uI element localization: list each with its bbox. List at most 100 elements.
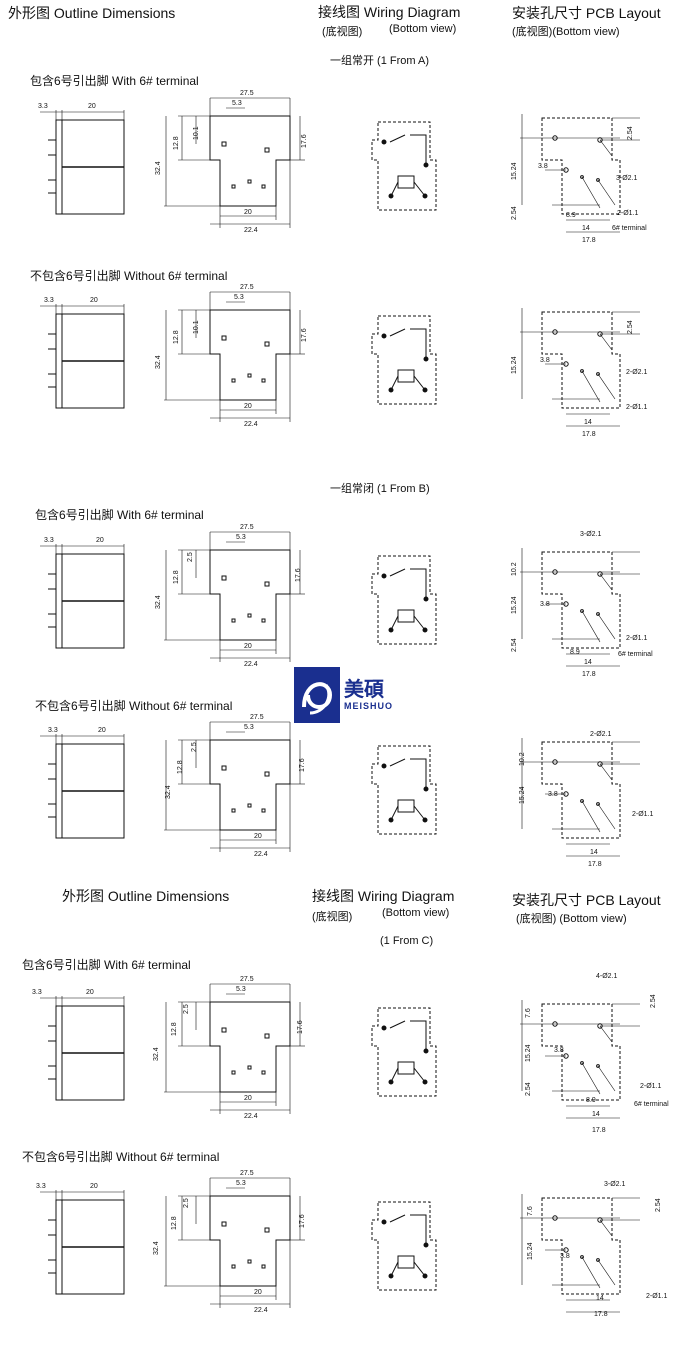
svg-text:17.6: 17.6 xyxy=(301,328,308,342)
svg-text:5.3: 5.3 xyxy=(234,294,244,301)
row-5-drawings: 3.3 20 27.5 5.3 2.5 12.8 32.4 17.6 20 22… xyxy=(32,973,669,1134)
svg-text:3-Ø2.1: 3-Ø2.1 xyxy=(580,531,602,538)
svg-text:3-Ø2.1: 3-Ø2.1 xyxy=(604,1181,626,1188)
svg-text:2-Ø1.1: 2-Ø1.1 xyxy=(640,1083,662,1090)
svg-text:6# terminal: 6# terminal xyxy=(618,651,653,658)
dim-17.6: 17.6 xyxy=(301,134,308,148)
svg-text:20: 20 xyxy=(90,297,98,304)
svg-text:3.8: 3.8 xyxy=(554,1047,564,1054)
svg-text:4-Ø2.1: 4-Ø2.1 xyxy=(596,973,618,980)
pcb-sub-2: (底视图) (Bottom view) xyxy=(516,913,627,925)
wiring-title: 接线图 Wiring Diagram xyxy=(318,4,461,20)
svg-text:3.8: 3.8 xyxy=(540,601,550,608)
svg-text:20: 20 xyxy=(98,727,106,734)
svg-text:12.8: 12.8 xyxy=(177,760,184,774)
pcb-2.54-top: 2.54 xyxy=(627,126,634,140)
svg-text:5.3: 5.3 xyxy=(236,986,246,993)
svg-text:22.4: 22.4 xyxy=(254,851,268,858)
svg-text:22.4: 22.4 xyxy=(244,421,258,428)
svg-text:27.5: 27.5 xyxy=(240,976,254,983)
svg-text:32.4: 32.4 xyxy=(165,785,172,799)
svg-text:27.5: 27.5 xyxy=(240,1170,254,1177)
pcb-17.8: 17.8 xyxy=(582,237,596,244)
svg-text:12.8: 12.8 xyxy=(171,1022,178,1036)
svg-text:12.8: 12.8 xyxy=(173,330,180,344)
row-2-drawings: 3.3 20 27.5 5.3 10.1 12.8 32.4 17.6 20 2… xyxy=(39,284,648,438)
svg-text:17.6: 17.6 xyxy=(299,1214,306,1228)
svg-text:2.54: 2.54 xyxy=(525,1082,532,1096)
dim-32.4: 32.4 xyxy=(155,161,162,175)
logo-block xyxy=(294,667,340,723)
group-label-c: (1 From C) xyxy=(380,935,434,947)
wiring-sub-cn-2: (底视图) xyxy=(312,911,353,923)
svg-text:20: 20 xyxy=(86,989,94,996)
dim-27.5: 27.5 xyxy=(240,90,254,97)
row-label-6: 不包含6号引出脚 Without 6# terminal xyxy=(22,1150,220,1164)
svg-text:32.4: 32.4 xyxy=(153,1241,160,1255)
dim-3.3: 3.3 xyxy=(38,103,48,110)
svg-text:17.8: 17.8 xyxy=(592,1127,606,1134)
pcb-8.9: 8.9 xyxy=(566,212,576,219)
svg-text:6# terminal: 6# terminal xyxy=(634,1101,669,1108)
svg-text:5.3: 5.3 xyxy=(236,534,246,541)
svg-text:15.24: 15.24 xyxy=(519,786,526,804)
svg-text:20: 20 xyxy=(254,833,262,840)
svg-text:2.54: 2.54 xyxy=(655,1198,662,1212)
group-label-a: 一组常开 (1 From A) xyxy=(330,55,430,67)
row-label-4: 不包含6号引出脚 Without 6# terminal xyxy=(35,699,233,713)
svg-text:17.8: 17.8 xyxy=(582,431,596,438)
wiring-sub-en: (Bottom view) xyxy=(389,23,457,35)
pcb-title-2: 安装孔尺寸 PCB Layout xyxy=(512,892,661,908)
svg-text:14: 14 xyxy=(592,1111,600,1118)
pcb-title: 安装孔尺寸 PCB Layout xyxy=(512,5,661,21)
svg-text:3.3: 3.3 xyxy=(32,989,42,996)
dim-20-side: 20 xyxy=(88,103,96,110)
svg-text:17.6: 17.6 xyxy=(297,1020,304,1034)
svg-text:3.3: 3.3 xyxy=(36,1183,46,1190)
svg-text:3.3: 3.3 xyxy=(48,727,58,734)
svg-text:3.8: 3.8 xyxy=(560,1253,570,1260)
outline-title: 外形图 Outline Dimensions xyxy=(8,5,176,21)
row-label-2: 不包含6号引出脚 Without 6# terminal xyxy=(30,269,228,283)
svg-text:20: 20 xyxy=(90,1183,98,1190)
svg-text:15.24: 15.24 xyxy=(527,1242,534,1260)
pcb-small-hole-label: 2-Ø1.1 xyxy=(617,210,639,217)
svg-text:22.4: 22.4 xyxy=(254,1307,268,1314)
svg-text:2.54: 2.54 xyxy=(627,320,634,334)
svg-text:27.5: 27.5 xyxy=(250,714,264,721)
svg-text:17.6: 17.6 xyxy=(299,758,306,772)
row-3-drawings: 3.3 20 27.5 5.3 2.5 12.8 32.4 17.6 20 22… xyxy=(39,524,653,678)
svg-text:3.3: 3.3 xyxy=(44,537,54,544)
svg-text:17.8: 17.8 xyxy=(582,671,596,678)
dim-5.3: 5.3 xyxy=(232,100,242,107)
svg-text:2.5: 2.5 xyxy=(191,742,198,752)
svg-text:7.6: 7.6 xyxy=(527,1206,534,1216)
logo-cn: 美碩 xyxy=(344,679,384,701)
wiring-title-2: 接线图 Wiring Diagram xyxy=(312,888,455,904)
svg-text:32.4: 32.4 xyxy=(155,355,162,369)
logo-en: MEISHUO xyxy=(344,701,394,711)
meishuo-logo-mark xyxy=(294,667,340,723)
svg-text:10.1: 10.1 xyxy=(193,320,200,334)
svg-text:17.8: 17.8 xyxy=(588,861,602,868)
svg-text:20: 20 xyxy=(254,1289,262,1296)
svg-text:15.24: 15.24 xyxy=(511,596,518,614)
svg-text:14: 14 xyxy=(596,1295,604,1302)
svg-text:20: 20 xyxy=(244,643,252,650)
pcb-15.24: 15.24 xyxy=(511,162,518,180)
row-4-drawings: 3.3 20 27.5 5.3 2.5 12.8 32.4 17.6 20 22… xyxy=(39,714,654,868)
svg-text:32.4: 32.4 xyxy=(155,595,162,609)
svg-text:2-Ø2.1: 2-Ø2.1 xyxy=(590,731,612,738)
dim-12.8: 12.8 xyxy=(173,136,180,150)
group-label-b: 一组常闭 (1 From B) xyxy=(330,483,430,495)
pcb-sub: (底视图)(Bottom view) xyxy=(512,26,620,38)
pcb-2.54-bottom: 2.54 xyxy=(511,206,518,220)
svg-text:2.5: 2.5 xyxy=(183,1198,190,1208)
svg-text:3.3: 3.3 xyxy=(44,297,54,304)
svg-text:5.3: 5.3 xyxy=(244,724,254,731)
svg-text:8.9: 8.9 xyxy=(570,649,580,656)
svg-text:22.4: 22.4 xyxy=(244,661,258,668)
dim-20-bottom: 20 xyxy=(244,209,252,216)
svg-text:27.5: 27.5 xyxy=(240,284,254,291)
svg-text:27.5: 27.5 xyxy=(240,524,254,531)
